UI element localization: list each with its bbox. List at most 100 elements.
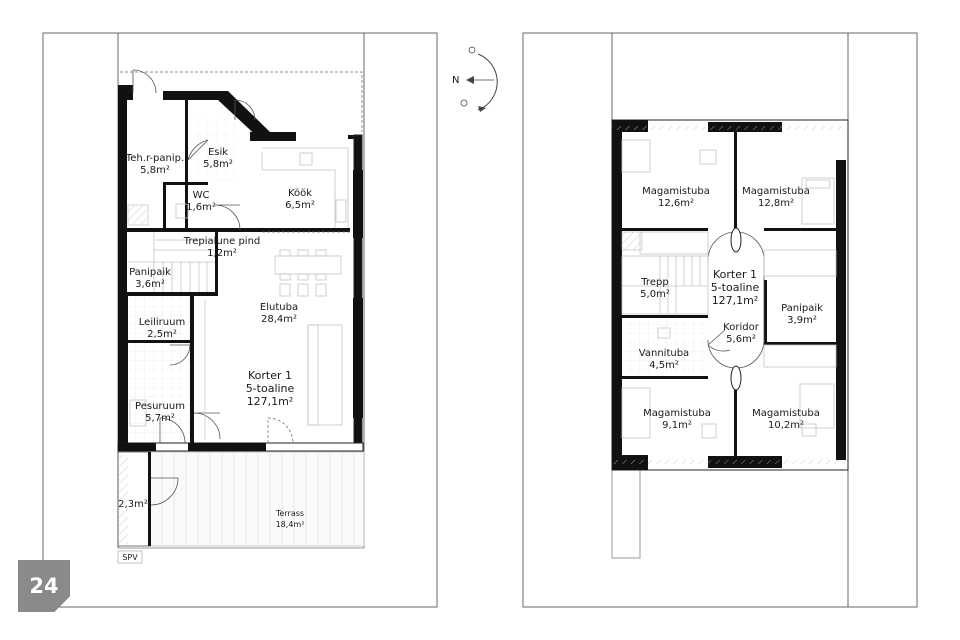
dining-table bbox=[274, 255, 342, 275]
compass: N bbox=[452, 46, 498, 112]
shower-bench bbox=[129, 399, 147, 427]
wall-tech-hall bbox=[185, 100, 188, 228]
room-name-koridor: Koridor bbox=[723, 322, 760, 333]
compass-north-label: N bbox=[452, 75, 459, 86]
page-number-badge: 24 bbox=[18, 560, 70, 612]
terrace-door bbox=[267, 417, 294, 444]
upper-wall-bed-divider-bottom bbox=[734, 378, 737, 458]
ground-wall-north-b bbox=[250, 132, 296, 141]
wall-above-sauna bbox=[122, 292, 218, 296]
room-name-mag3: Magamistuba bbox=[643, 408, 711, 419]
kitchen-counter bbox=[262, 147, 349, 228]
room-area-mag2: 12,8m² bbox=[758, 198, 794, 209]
upper-stairs bbox=[621, 255, 709, 315]
sun-path-arrow bbox=[478, 106, 486, 112]
upper-wall-west bbox=[612, 120, 622, 470]
room-area-mag4: 10,2m² bbox=[768, 420, 804, 431]
bed1-furniture bbox=[621, 139, 651, 173]
upper-wall-stair-bottom bbox=[620, 315, 708, 318]
wet-room-tiles bbox=[128, 296, 192, 441]
unit-area-upper: 127,1m² bbox=[712, 294, 759, 307]
room-name-pesu: Pesuruum bbox=[135, 401, 185, 412]
upper-wall-bath-bottom bbox=[620, 376, 708, 379]
room-area-leili: 2,5m² bbox=[147, 329, 177, 340]
dining-chairs bbox=[279, 249, 327, 297]
room-area-panip2: 3,9m² bbox=[787, 315, 817, 326]
room-area-panip: 3,6m² bbox=[135, 279, 165, 290]
wall-wc-top bbox=[163, 182, 208, 185]
room-name-vanni: Vannituba bbox=[639, 348, 689, 359]
room-name-kook: Köök bbox=[288, 188, 312, 199]
room-name-wc: WC bbox=[193, 190, 210, 201]
room-area-pesu: 5,7m² bbox=[145, 413, 175, 424]
upper-wall-bed1-bottom bbox=[620, 228, 708, 231]
room-area-elutuba: 28,4m² bbox=[261, 314, 297, 325]
wall-bath-right bbox=[190, 296, 194, 446]
tech-room-door bbox=[187, 139, 209, 161]
sofa-back bbox=[307, 324, 319, 426]
room-area-mag3: 9,1m² bbox=[662, 420, 692, 431]
bed2-bed bbox=[801, 177, 835, 225]
unit-type-ground: 5-toaline bbox=[246, 382, 295, 395]
room-area-kook: 6,5m² bbox=[285, 200, 315, 211]
room-area-wc: 1,6m² bbox=[186, 202, 216, 213]
ground-wall-west bbox=[118, 85, 127, 451]
washroom-door bbox=[193, 412, 221, 440]
ground-wall-corner-nw bbox=[118, 85, 133, 100]
kitchen-stove bbox=[335, 199, 347, 223]
corridor-door-top bbox=[730, 227, 742, 253]
wardrobe-upper bbox=[763, 249, 837, 277]
ground-window-east-2 bbox=[353, 298, 363, 418]
wall-under-hall bbox=[124, 228, 350, 232]
room-area-esik: 5,8m² bbox=[203, 159, 233, 170]
wall-bath-left bbox=[126, 296, 128, 443]
upper-wall-store-bottom bbox=[764, 342, 838, 345]
canopy-outline bbox=[120, 71, 363, 132]
room-area-terrass: 18,4m² bbox=[276, 520, 305, 529]
room-name-esik: Esik bbox=[208, 147, 228, 158]
bed3-bed bbox=[621, 387, 651, 439]
upper-closet bbox=[639, 231, 709, 255]
kitchen-sink bbox=[299, 152, 313, 166]
storage-door bbox=[150, 477, 179, 506]
upper-shaft bbox=[621, 231, 643, 251]
sunrise-icon bbox=[468, 46, 476, 54]
tech-equipment bbox=[127, 204, 149, 226]
room-area-vanni: 4,5m² bbox=[649, 360, 679, 371]
room-name-panip: Panipaik bbox=[129, 267, 171, 278]
upper-roof-edge-north bbox=[612, 126, 848, 130]
room-area-mag1: 12,6m² bbox=[658, 198, 694, 209]
corridor-door-bottom bbox=[730, 365, 742, 391]
ground-stairs bbox=[128, 232, 215, 292]
upper-canopy-below bbox=[611, 469, 641, 559]
washroom-door-2 bbox=[159, 417, 186, 444]
unit-name-ground: Korter 1 bbox=[248, 369, 292, 382]
upper-floor-plan: Magamistuba 12,6m² Magamistuba 12,8m² Tr… bbox=[522, 32, 918, 608]
room-area-koridor: 5,6m² bbox=[726, 334, 756, 345]
bed4-bed bbox=[799, 383, 835, 429]
bath-tiles bbox=[622, 320, 708, 374]
unit-area-ground: 127,1m² bbox=[247, 395, 294, 408]
sauna-door bbox=[169, 344, 191, 366]
sun-path-arc bbox=[477, 53, 498, 111]
ground-wall-north-a bbox=[163, 91, 221, 100]
bed3-desk bbox=[701, 423, 717, 439]
room-name-leili: Leiliruum bbox=[139, 317, 185, 328]
ground-floor-plan: Teh.r-panip. 5,8m² Esik 5,8m² WC 1,6m² K… bbox=[42, 32, 438, 608]
room-area-storage: 2,3m² bbox=[118, 499, 148, 510]
bath-door bbox=[707, 329, 731, 352]
storage-wall-hatch bbox=[118, 455, 128, 545]
room-name-elutuba: Elutuba bbox=[260, 302, 298, 313]
bath-toilet bbox=[657, 327, 671, 339]
room-name-mag2: Magamistuba bbox=[742, 186, 810, 197]
bed4-desk bbox=[801, 423, 817, 437]
room-name-tehr: Teh.r-panip. bbox=[125, 153, 184, 164]
ground-wall-south-b bbox=[188, 443, 266, 451]
upper-site-boundary bbox=[522, 32, 918, 608]
sofa bbox=[307, 324, 343, 426]
ground-wall-south-a bbox=[118, 443, 156, 451]
room-name-mag1: Magamistuba bbox=[642, 186, 710, 197]
wc-door bbox=[214, 204, 241, 231]
room-name-panip2: Panipaik bbox=[781, 303, 823, 314]
